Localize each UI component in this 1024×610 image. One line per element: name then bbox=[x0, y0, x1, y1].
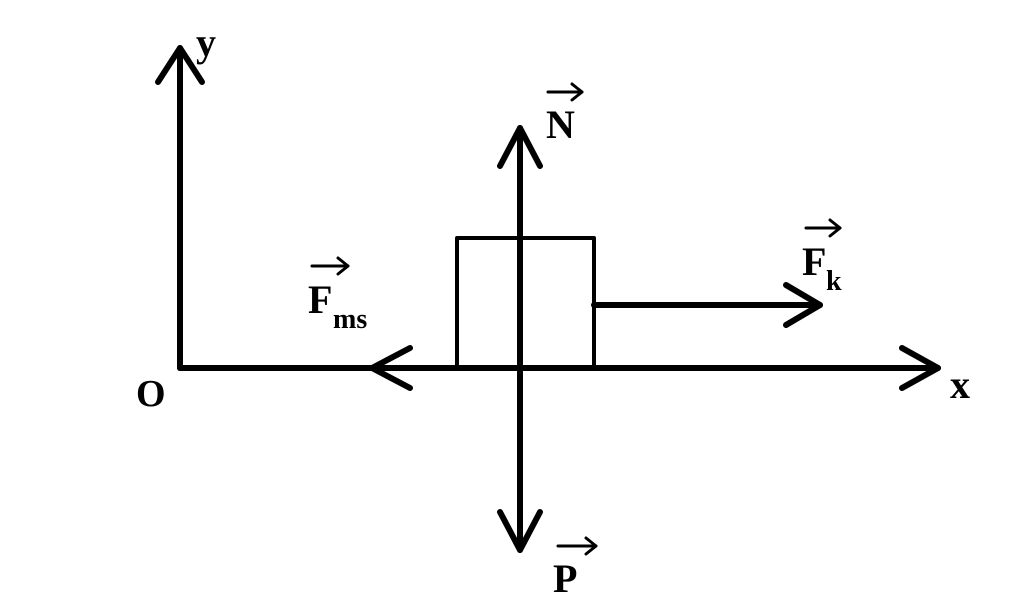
origin-label: O bbox=[136, 373, 166, 415]
y-axis-label: y bbox=[196, 20, 216, 65]
friction-force-label: F ms bbox=[308, 256, 367, 335]
friction-force-symbol: F bbox=[308, 277, 332, 322]
normal-force-arrow bbox=[497, 125, 543, 371]
block bbox=[455, 236, 596, 370]
normal-force-symbol: N bbox=[546, 102, 575, 147]
y-axis bbox=[155, 45, 205, 371]
weight-force-arrow bbox=[497, 365, 543, 553]
x-axis-label: x bbox=[950, 362, 970, 407]
vector-arrow-head-icon bbox=[570, 82, 584, 102]
vector-arrow-head-icon bbox=[584, 536, 598, 556]
pull-force-label: F k bbox=[802, 218, 842, 297]
pull-force-subscript: k bbox=[826, 266, 842, 297]
normal-force-label: N bbox=[546, 82, 584, 147]
vector-arrow-head-icon bbox=[336, 256, 350, 276]
pull-force-arrow bbox=[591, 282, 823, 328]
vector-arrow-head-icon bbox=[828, 218, 842, 238]
pull-force-symbol: F bbox=[802, 239, 826, 284]
weight-force-symbol: P bbox=[553, 556, 577, 601]
friction-force-arrow bbox=[369, 345, 523, 391]
weight-force-label: P bbox=[553, 536, 598, 601]
friction-force-subscript: ms bbox=[333, 304, 367, 335]
